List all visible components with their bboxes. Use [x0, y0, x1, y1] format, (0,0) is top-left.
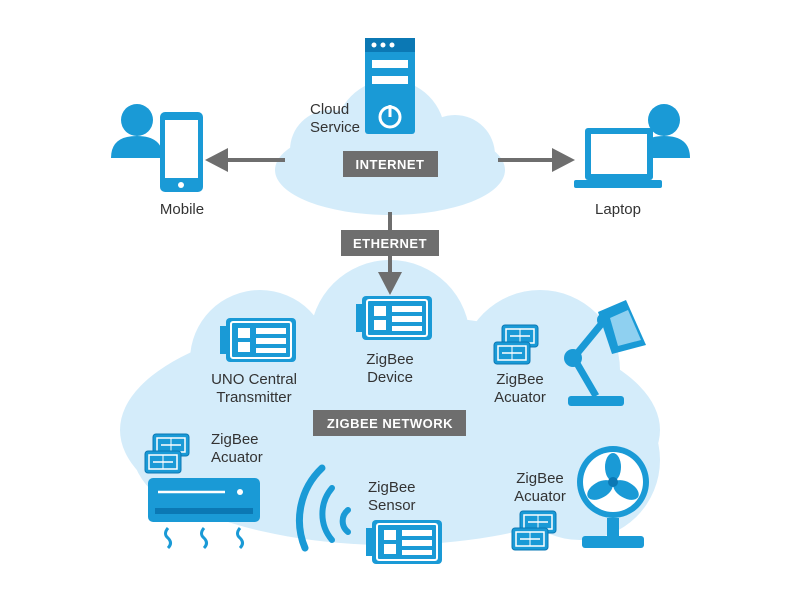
- zigbee-device-label-line1: ZigBee: [366, 351, 414, 368]
- laptop-icon: [574, 128, 662, 188]
- zigbee-network-tag-text: ZIGBEE NETWORK: [327, 416, 453, 431]
- arrow-to-mobile: [205, 148, 285, 172]
- sensor-board-icon: [365, 519, 443, 565]
- mobile-phone-icon: [160, 112, 203, 192]
- fan-acuator-label-line1: ZigBee: [516, 470, 564, 487]
- laptop-label: Laptop: [595, 201, 641, 218]
- ac-acuator-label-line2: Acuator: [211, 449, 263, 466]
- uno-central-label-line2: Transmitter: [216, 389, 291, 406]
- zigbee-module-icon: [493, 341, 531, 365]
- mobile-label: Mobile: [160, 201, 204, 218]
- sensor-label-line2: Sensor: [368, 497, 416, 514]
- cloud-service-label-line1: Cloud: [310, 101, 349, 118]
- uno-central-board-icon: [219, 317, 297, 363]
- fan-icon: [577, 446, 649, 548]
- lamp-acuator-label-line1: ZigBee: [496, 371, 544, 388]
- ethernet-tag: ETHERNET: [341, 230, 439, 256]
- fan-acuator-label-line2: Acuator: [514, 488, 566, 505]
- server-icon: [365, 38, 415, 134]
- zigbee-device-board-icon: [355, 295, 433, 341]
- ethernet-tag-text: ETHERNET: [353, 236, 427, 251]
- sensor-label-line1: ZigBee: [368, 479, 416, 496]
- zigbee-network-tag: ZIGBEE NETWORK: [313, 410, 466, 436]
- zigbee-module-icon: [144, 450, 182, 474]
- uno-central-label-line1: UNO Central: [211, 371, 297, 388]
- air-conditioner-icon: [148, 478, 260, 550]
- desk-lamp-icon: [564, 300, 646, 406]
- cloud-service-label-line2: Service: [310, 119, 360, 136]
- wireless-signal-icon: [295, 464, 351, 552]
- internet-tag-text: INTERNET: [356, 157, 425, 172]
- arrow-to-laptop: [498, 148, 575, 172]
- zigbee-module-icon: [511, 527, 549, 551]
- internet-tag: INTERNET: [343, 151, 438, 177]
- zigbee-device-label-line2: Device: [367, 369, 413, 386]
- lamp-acuator-label-line2: Acuator: [494, 389, 546, 406]
- ac-acuator-label-line1: ZigBee: [211, 431, 259, 448]
- mobile-user-icon: [111, 104, 163, 158]
